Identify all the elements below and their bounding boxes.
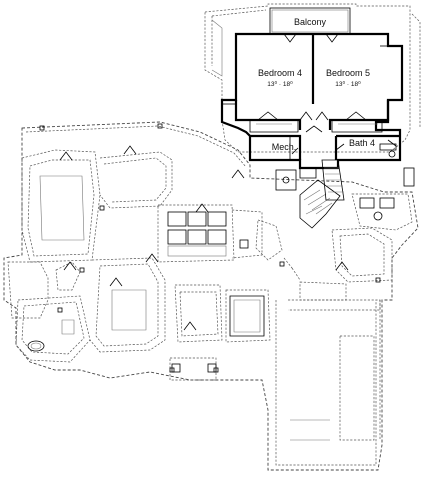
bedroom-5-label: Bedroom 5 (326, 68, 370, 78)
bedroom-5-dimensions: 13⁰ · 18⁰ (335, 80, 361, 88)
bedroom-4-label: Bedroom 4 (258, 68, 302, 78)
mech-label: Mech. (272, 142, 297, 152)
upper-level (220, 7, 404, 201)
room-labels: Balcony Bedroom 4 13⁰ · 18⁰ Bedroom 5 13… (258, 17, 375, 152)
lower-level-outline (3, 121, 419, 471)
balcony-label: Balcony (294, 17, 327, 27)
bath-4-label: Bath 4 (349, 138, 375, 148)
deck-outline (204, 3, 421, 153)
bedroom-4-dimensions: 13⁰ · 18⁰ (267, 80, 293, 88)
